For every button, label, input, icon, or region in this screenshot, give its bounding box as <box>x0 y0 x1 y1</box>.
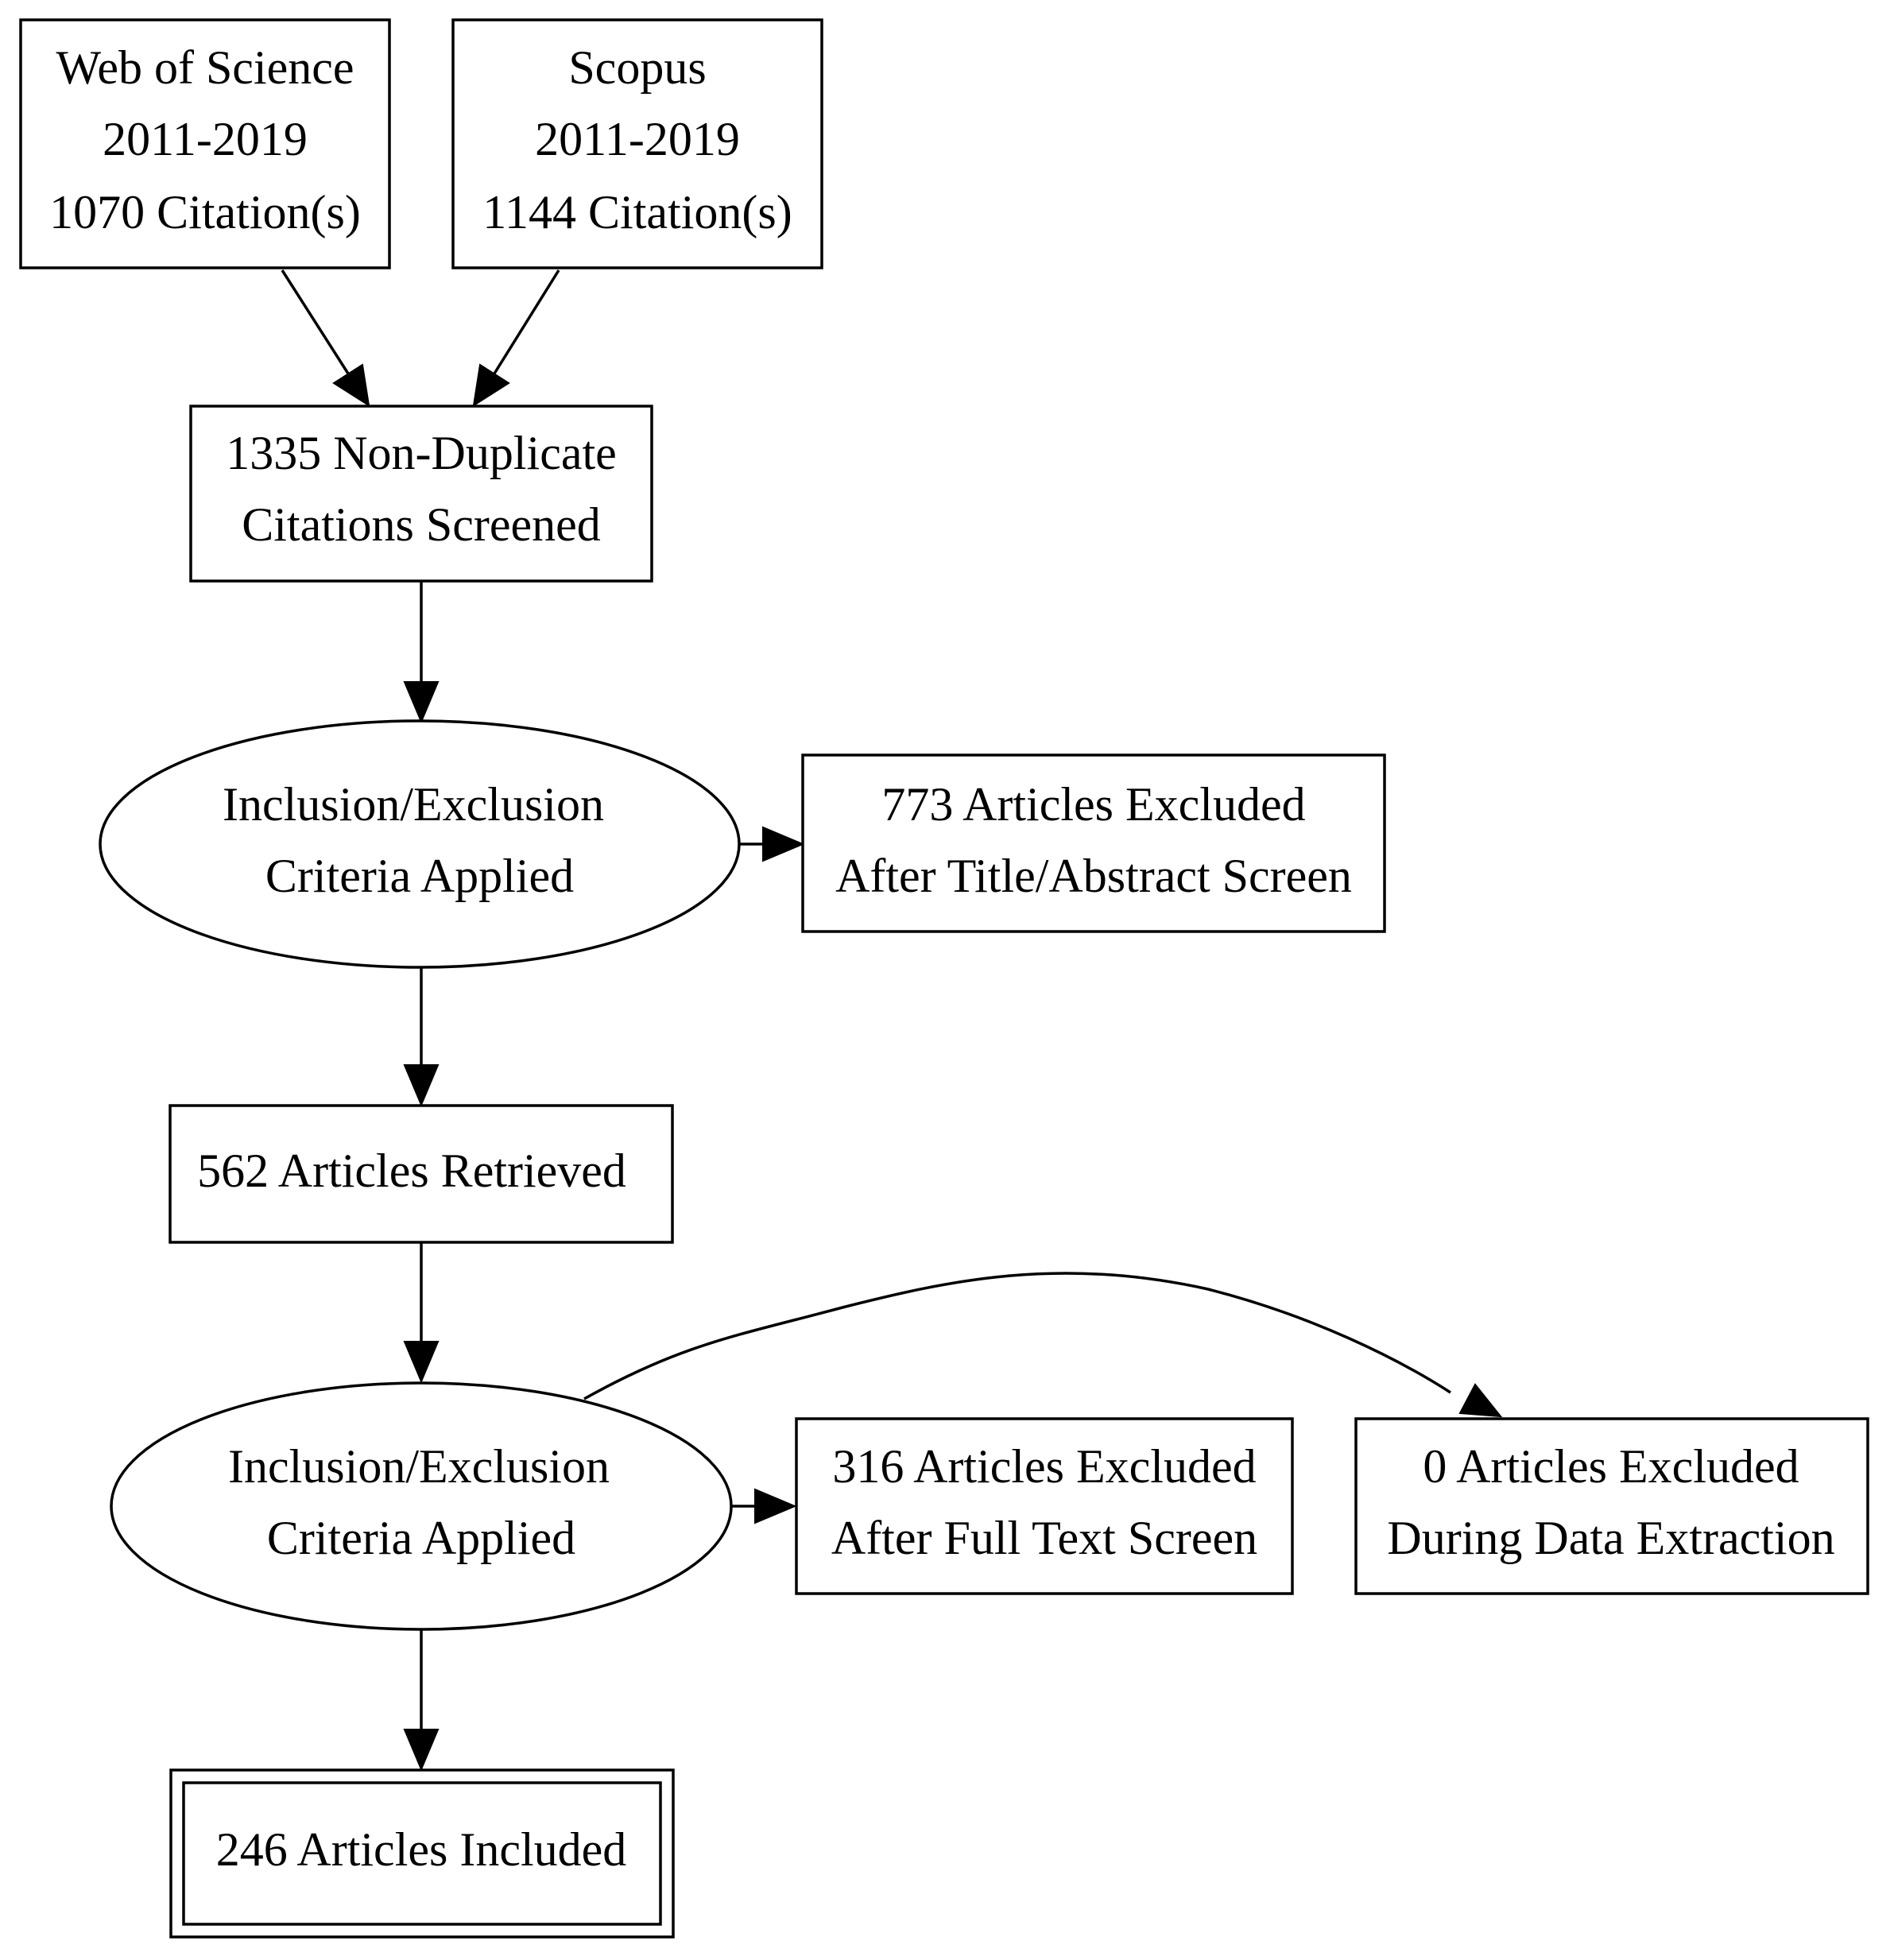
node-scopus: Scopus 2011-2019 1144 Citation(s) <box>451 18 823 269</box>
criteria-1-line-2: Criteria Applied <box>265 850 574 902</box>
edge-retrieved-to-criteria-2 <box>403 1242 440 1384</box>
excluded-full-text-line-1: 316 Articles Excluded <box>832 1440 1256 1493</box>
node-articles-included: 246 Articles Included <box>169 1768 675 1939</box>
node-criteria-applied-1: Inclusion/Exclusion Criteria Applied <box>99 719 741 969</box>
criteria-2-line-1: Inclusion/Exclusion <box>228 1440 610 1493</box>
scopus-line-1: Scopus <box>568 41 706 94</box>
included-line-1: 246 Articles Included <box>216 1823 627 1876</box>
wos-line-1: Web of Science <box>56 41 354 94</box>
excluded-full-text-line-2: After Full Text Screen <box>831 1512 1257 1564</box>
scopus-line-3: 1144 Citation(s) <box>482 186 792 238</box>
edge-wos-to-nondup <box>281 269 370 408</box>
edge-criteria-2-to-included <box>403 1629 440 1772</box>
nondup-line-1: 1335 Non-Duplicate <box>226 427 617 479</box>
edge-criteria-2-to-excluded-full-text <box>731 1488 797 1524</box>
criteria-1-line-1: Inclusion/Exclusion <box>223 778 604 831</box>
excluded-title-line-1: 773 Articles Excluded <box>881 778 1305 831</box>
node-excluded-data-extraction: 0 Articles Excluded During Data Extracti… <box>1354 1417 1869 1595</box>
node-criteria-applied-2: Inclusion/Exclusion Criteria Applied <box>110 1381 733 1631</box>
wos-line-2: 2011-2019 <box>103 113 308 165</box>
nondup-line-2: Citations Screened <box>242 498 601 551</box>
excluded-data-line-1: 0 Articles Excluded <box>1423 1440 1799 1493</box>
retrieved-line-1: 562 Articles Retrieved <box>197 1145 626 1197</box>
node-excluded-title-abstract: 773 Articles Excluded After Title/Abstra… <box>801 753 1386 933</box>
edge-criteria-2-to-excluded-data-extraction <box>583 1272 1503 1418</box>
edge-nondup-to-criteria-1 <box>403 582 440 724</box>
excluded-data-line-2: During Data Extraction <box>1387 1512 1834 1564</box>
wos-line-3: 1070 Citation(s) <box>49 186 361 238</box>
edge-criteria-1-to-retrieved <box>403 967 440 1107</box>
node-articles-retrieved: 562 Articles Retrieved <box>168 1104 674 1244</box>
node-excluded-full-text: 316 Articles Excluded After Full Text Sc… <box>795 1417 1294 1595</box>
criteria-2-line-2: Criteria Applied <box>267 1512 575 1564</box>
excluded-title-line-2: After Title/Abstract Screen <box>835 850 1352 902</box>
node-web-of-science: Web of Science 2011-2019 1070 Citation(s… <box>19 18 391 269</box>
scopus-line-2: 2011-2019 <box>535 113 740 165</box>
edge-scopus-to-nondup <box>472 269 560 408</box>
edge-criteria-1-to-excluded-title <box>739 826 805 862</box>
node-non-duplicate-citations: 1335 Non-Duplicate Citations Screened <box>189 405 653 583</box>
